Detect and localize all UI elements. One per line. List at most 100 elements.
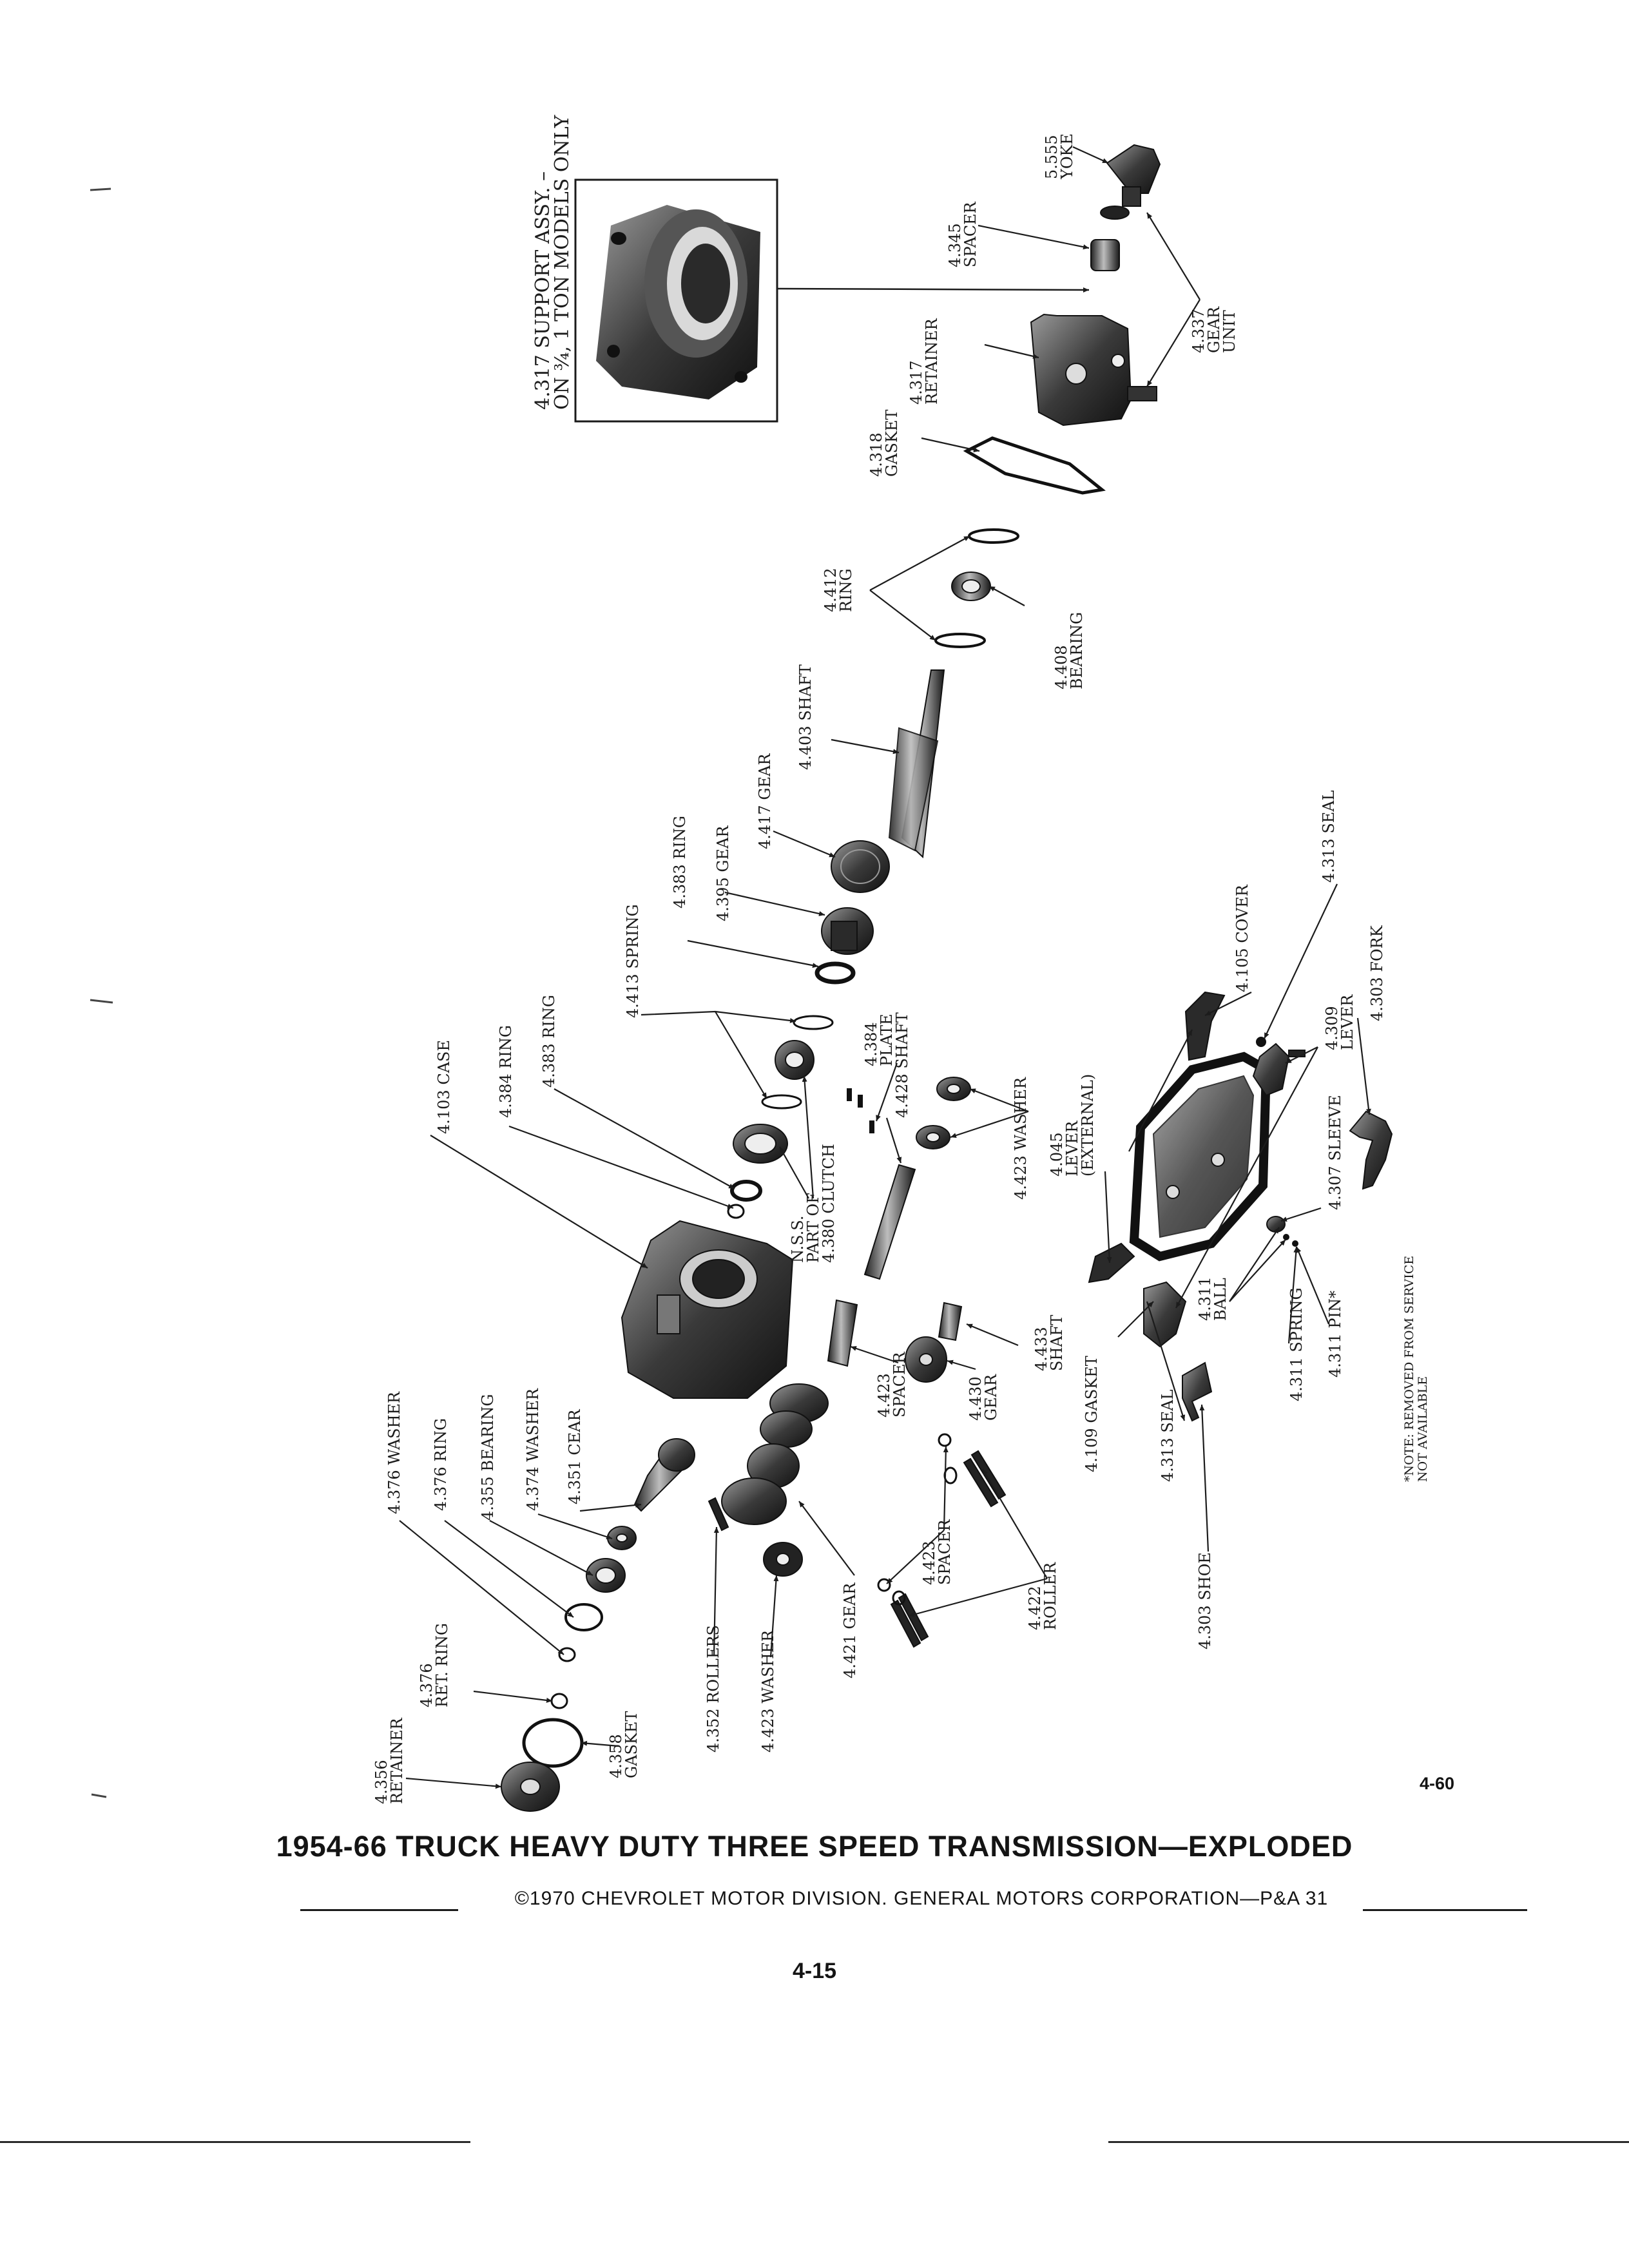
- ret-ring-part: [550, 1693, 568, 1709]
- part-label-line: 4.313 SEAL: [1159, 1389, 1177, 1482]
- part-label-line: 4.045: [1048, 1132, 1066, 1177]
- part-label-line: (EXTERNAL): [1079, 1074, 1097, 1177]
- part-label-l10: 4.395 GEAR: [714, 825, 732, 921]
- part-label-line: 4.421 GEAR: [841, 1582, 859, 1678]
- part-label-l11: 4.383 RING: [671, 816, 689, 908]
- cluster-gear-part: [721, 1383, 829, 1525]
- service-note-line-1: *NOTE: REMOVED FROM SERVICE: [1402, 1256, 1416, 1482]
- case-part: [621, 1220, 794, 1399]
- clutch-plates-part: [847, 1088, 874, 1133]
- part-label-l14: 4.428 SHAFT: [893, 1012, 911, 1118]
- part-label-line: 4.358: [607, 1734, 625, 1778]
- part-label-line: LEVER: [1063, 1120, 1081, 1177]
- rear-gasket-part: [963, 436, 1106, 495]
- part-label-line: 4.337: [1190, 309, 1208, 353]
- part-label-l38: 4.376 WASHER: [385, 1391, 403, 1514]
- part-label-l27: 4.311 SPRING: [1287, 1287, 1306, 1401]
- part-label-line: 4.384: [862, 1022, 880, 1066]
- part-label-line: 4.423: [875, 1373, 893, 1418]
- part-label-line: BALL: [1211, 1278, 1229, 1321]
- part-label-line: 4.345: [946, 223, 964, 267]
- figure-reference: 4-60: [1420, 1774, 1455, 1793]
- part-label-line: YOKE: [1058, 133, 1076, 180]
- part-label-line: UNIT: [1220, 310, 1239, 353]
- part-label-line: 4.433: [1032, 1327, 1050, 1371]
- parts: [501, 144, 1393, 1812]
- part-label-line: 4.311 PIN*: [1326, 1291, 1344, 1378]
- part-label-l17: 4.103 CASE: [435, 1040, 453, 1134]
- part-label-line: SPACER: [891, 1351, 909, 1418]
- part-label-l08: 4.403 SHAFT: [796, 664, 815, 770]
- ring-4383-upper: [815, 961, 856, 985]
- external-lever-lower: [1088, 1242, 1135, 1283]
- washer-mid-part: [916, 1125, 950, 1149]
- part-label-line: RING: [837, 568, 855, 612]
- part-label-line: 4.380 CLUTCH: [820, 1144, 838, 1263]
- seal-upper-part: [1256, 1037, 1266, 1047]
- spacer-ring-a: [938, 1433, 952, 1447]
- part-label-line: ROLLER: [1041, 1562, 1059, 1630]
- seal-ring-part: [1100, 206, 1130, 220]
- part-label-l25: 4.307 SLEEVE: [1326, 1095, 1344, 1210]
- side-cover-part: [1129, 1052, 1271, 1262]
- part-label-l31: 4.303 SHOE: [1196, 1552, 1214, 1649]
- part-label-l35: 4.421 GEAR: [841, 1582, 859, 1678]
- part-label-l19: 4.423 WASHER: [1012, 1077, 1030, 1200]
- washer-upper-part: [936, 1077, 971, 1101]
- spacer-ring-c: [877, 1578, 891, 1592]
- yoke-part: [1106, 144, 1161, 207]
- countershaft-part: [863, 1164, 916, 1280]
- page-number: 4-15: [792, 1959, 837, 1983]
- part-label-line: 4.309: [1323, 1006, 1341, 1050]
- spacer-ring-d: [892, 1590, 906, 1606]
- part-label-l18: N.S.S.PART OF4.380 CLUTCH: [789, 1144, 838, 1263]
- spacer-ring-b: [943, 1466, 958, 1485]
- part-label-line: SHAFT: [1048, 1315, 1066, 1371]
- support-assembly-inset: [574, 178, 1090, 423]
- part-label-line: 4.417 GEAR: [756, 753, 774, 849]
- part-label-line: 4.311: [1196, 1276, 1214, 1321]
- page-title: 1954-66 TRUCK HEAVY DUTY THREE SPEED TRA…: [276, 1830, 1353, 1863]
- part-label-line: 5.555: [1043, 135, 1061, 179]
- part-label-line: GEAR: [982, 1374, 1000, 1421]
- part-label-line: 4.376 RING: [432, 1418, 450, 1511]
- snap-ring-upper: [968, 528, 1019, 544]
- part-label-line: 4.355 BEARING: [479, 1394, 497, 1521]
- rear-retainer-part: [1030, 313, 1157, 427]
- part-label-l12: 4.413 SPRING: [624, 904, 642, 1018]
- part-label-line: GASKET: [622, 1711, 641, 1778]
- bottom-rule-left: [0, 2141, 470, 2143]
- inner-lever-lower: [1143, 1281, 1187, 1348]
- part-label-line: 4.403 SHAFT: [796, 664, 815, 770]
- spacer-tube-part: [827, 1299, 858, 1367]
- part-label-line: 4.352 ROLLERS: [704, 1625, 722, 1753]
- part-label-line: 4.383 RING: [540, 995, 558, 1088]
- part-label-line: 4.384 RING: [497, 1025, 515, 1118]
- gear-4395-part: [821, 907, 874, 955]
- shift-shoe-part: [1182, 1361, 1213, 1422]
- part-label-line: RETAINER: [923, 318, 941, 405]
- shift-fork-part: [1349, 1110, 1393, 1190]
- part-label-line: 4.303 SHOE: [1196, 1552, 1214, 1649]
- part-label-line: 4.303 FORK: [1368, 925, 1386, 1021]
- part-labels: 5.555YOKE4.345SPACER4.337GEARUNIT4.317RE…: [372, 133, 1386, 1804]
- part-label-line: N.S.S.: [789, 1215, 807, 1263]
- part-label-line: 4.395 GEAR: [714, 825, 732, 921]
- front-gasket-part: [522, 1718, 584, 1768]
- inset-caption: 4.317 SUPPORT ASSY. – ON ¾, 1 TON MODELS…: [532, 114, 574, 410]
- part-label-l46: 4.352 ROLLERS: [704, 1625, 722, 1753]
- part-label-line: 4.383 RING: [671, 816, 689, 908]
- interlock-sleeve-part: [1266, 1216, 1286, 1233]
- bearing-part: [951, 572, 991, 601]
